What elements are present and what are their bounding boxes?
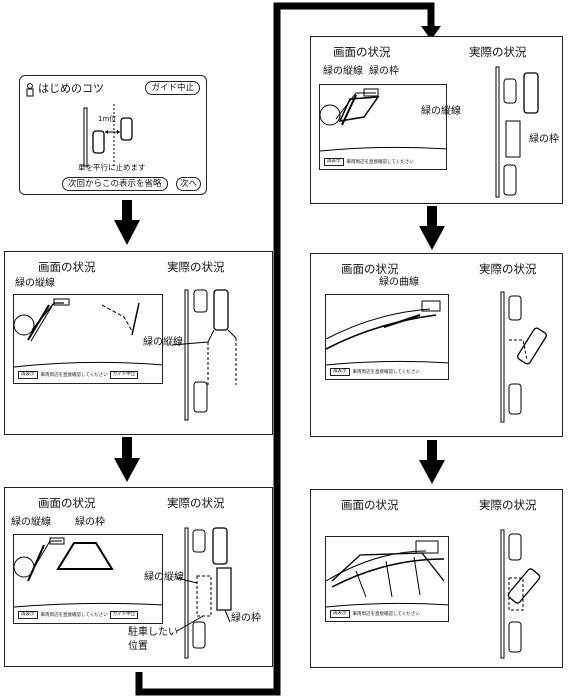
- actual-view-heading: 実際の状況: [479, 262, 537, 276]
- arrow-down-3: [419, 206, 445, 250]
- park-position-label: 駐車したい: [128, 627, 178, 638]
- actual-scene: [500, 291, 547, 423]
- check-surroundings-text: 車両周辺を直接確認してください: [352, 611, 420, 617]
- intro-instruction: 車を平行に止めます: [78, 163, 146, 172]
- camera-screen: 再表示 車両周辺を直接確認してください ガイド中止: [13, 534, 163, 624]
- next-button[interactable]: 次へ: [176, 177, 202, 191]
- check-surroundings-text: 車両周辺を直接確認してください: [346, 159, 414, 165]
- arrow-down-4: [419, 440, 445, 484]
- actual-scene: [171, 289, 237, 421]
- step-panel-align: 画面の状況 実際の状況 緑の縦線 緑の枠 再表示 車両周辺を直接確認してください…: [310, 36, 563, 204]
- camera-screen: 再表示 車両周辺を直接確認してください ガイド中止: [13, 294, 163, 384]
- camera-screen: 再表示 車両周辺を直接確認してください: [319, 84, 447, 170]
- actual-scene: [495, 66, 539, 198]
- guide-stop-button[interactable]: ガイド中止: [109, 610, 139, 619]
- guide-stop-button[interactable]: ガイド中止: [109, 370, 139, 379]
- connector-arrowhead: [421, 26, 441, 40]
- check-surroundings-text: 車両周辺を直接確認してください: [352, 369, 420, 375]
- green-vertical-label: 緑の縦線: [323, 66, 363, 77]
- recheck-button[interactable]: 再表示: [324, 157, 344, 166]
- intro-title: はじめのコツ: [38, 82, 104, 95]
- skip-next-time-button[interactable]: 次回からこの表示を省略: [62, 177, 168, 191]
- actual-view-heading: 実際の状況: [479, 498, 537, 512]
- green-frame-label: 緑の枠: [75, 517, 105, 528]
- recheck-button[interactable]: 再表示: [330, 367, 350, 376]
- camera-screen: 再表示 車両周辺を直接確認してください: [325, 536, 449, 622]
- guide-person-icon: [25, 82, 35, 101]
- step-panel-curve: 画面の状況 実際の状況 緑の曲線 再表示 車両周辺を直接確認してください: [310, 253, 563, 437]
- camera-view: [14, 537, 162, 608]
- camera-view: [320, 88, 446, 152]
- actual-scene: [500, 529, 541, 659]
- park-position-label-2: 位置: [128, 641, 148, 652]
- actual-view-heading: 実際の状況: [167, 496, 225, 510]
- green-vertical-callout: 緑の縦線: [421, 106, 461, 117]
- intro-distance-label: 1m位: [98, 115, 117, 123]
- recheck-button[interactable]: 再表示: [18, 370, 38, 379]
- green-frame-callout: 緑の枠: [231, 613, 261, 624]
- screen-view-heading: 画面の状況: [38, 260, 96, 274]
- step-panel-final: 画面の状況 実際の状況 再表示 車両周辺を直接確認してください: [310, 489, 563, 668]
- green-vertical-callout: 緑の縦線: [143, 337, 183, 348]
- arrow-down-2: [114, 437, 140, 482]
- green-vertical-label: 緑の縦線: [15, 278, 55, 289]
- green-vertical-label: 緑の縦線: [11, 517, 51, 528]
- step-panel-vertical-line: 画面の状況 実際の状況 緑の縦線 再表示 車両周辺を直接確認してください ガイド…: [4, 251, 273, 435]
- camera-view: [326, 540, 448, 608]
- camera-screen: 再表示 車両周辺を直接確認してください: [325, 294, 449, 380]
- actual-scene: [176, 527, 232, 659]
- step-panel-frame: 画面の状況 実際の状況 緑の縦線 緑の枠 再表示 車両周辺を直接確認してください…: [4, 487, 273, 667]
- actual-view-heading: 実際の状況: [167, 260, 225, 274]
- arrow-down-1: [114, 200, 140, 245]
- connector-path: [135, 2, 435, 696]
- green-vertical-callout: 緑の縦線: [144, 572, 184, 583]
- recheck-button[interactable]: 再表示: [330, 609, 350, 618]
- screen-view-heading: 画面の状況: [333, 45, 391, 59]
- intro-diagram: [83, 104, 133, 167]
- check-surroundings-text: 車両周辺を直接確認してください: [40, 612, 108, 618]
- green-frame-callout: 緑の枠: [529, 134, 559, 145]
- camera-view: [326, 300, 448, 366]
- check-surroundings-text: 車両周辺を直接確認してください: [40, 372, 108, 378]
- screen-view-heading: 画面の状況: [38, 496, 96, 510]
- recheck-button[interactable]: 再表示: [18, 610, 38, 619]
- green-frame-label: 緑の枠: [369, 66, 399, 77]
- green-curve-label: 緑の曲線: [379, 277, 419, 288]
- screen-view-heading: 画面の状況: [341, 498, 399, 512]
- actual-view-heading: 実際の状況: [469, 45, 527, 59]
- intro-panel: はじめのコツ ガイド中止 1m位 車を平行に止めます 次回からこの表示を省略 次…: [19, 75, 207, 195]
- screen-view-heading: 画面の状況: [341, 262, 399, 276]
- camera-view: [14, 298, 162, 368]
- intro-guide-stop-button[interactable]: ガイド中止: [145, 81, 200, 95]
